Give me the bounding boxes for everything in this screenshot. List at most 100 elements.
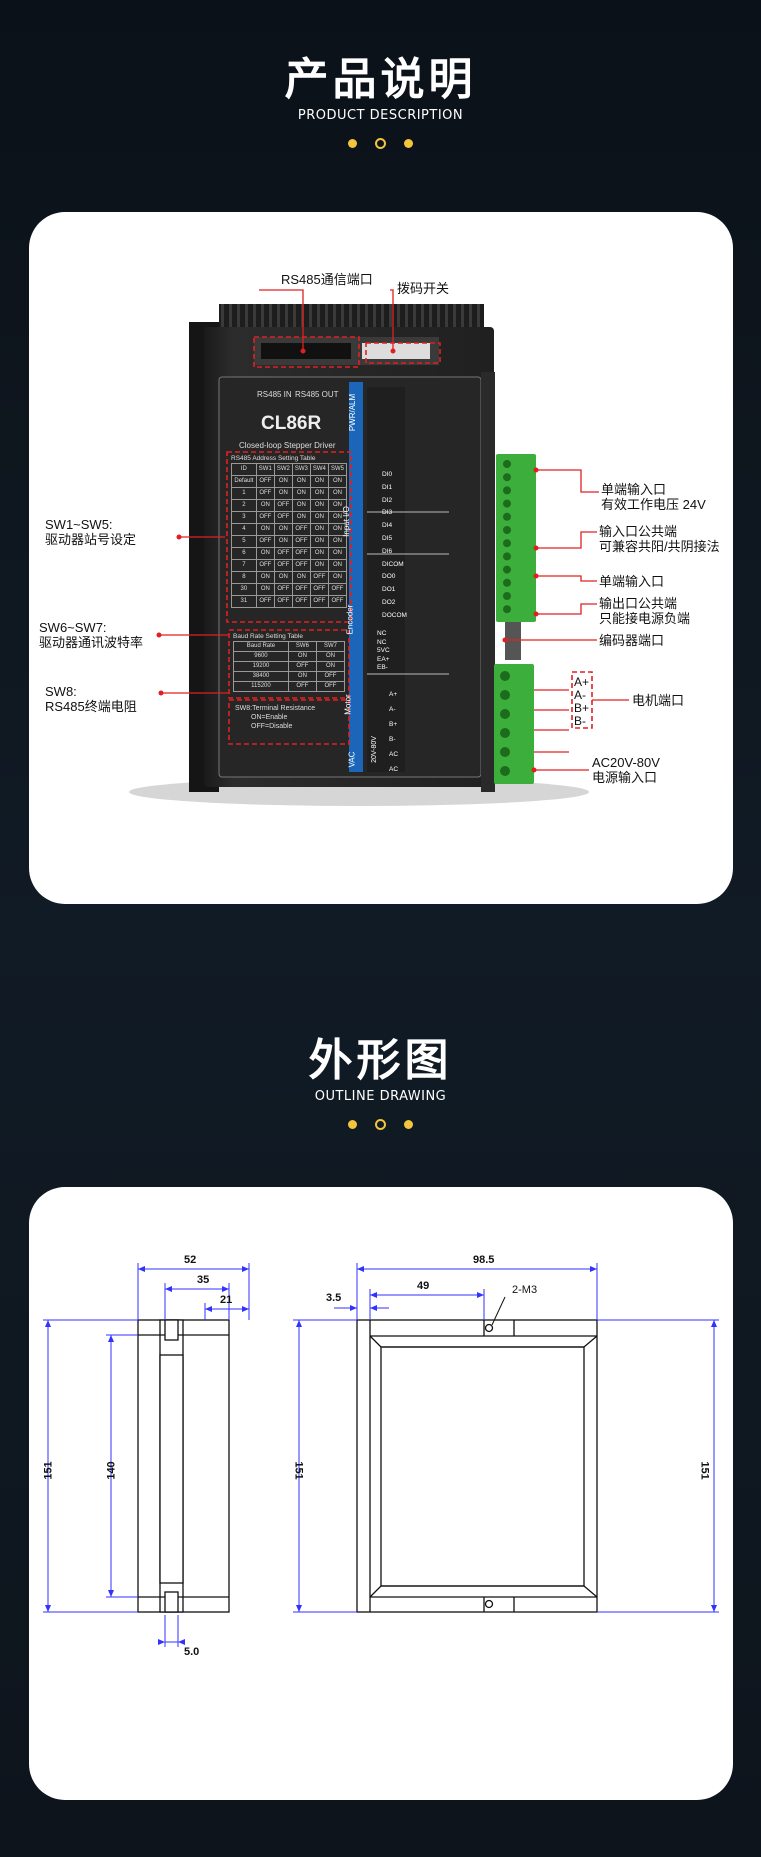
motor-terminal-label: A+ [389,691,398,698]
table-cell: OFF [291,535,311,548]
table-cell: OFF [291,583,311,596]
dim-front-151-left: 151 [292,1461,305,1480]
motor-terminal-label: B- [389,736,396,743]
section-strip [349,382,363,772]
dim-front-3-5: 3.5 [326,1292,342,1304]
encoder-terminal-label: NC [377,638,387,646]
annotation-power-line2: 电源输入口 [592,770,658,785]
section-vac: VAC [347,751,357,768]
table-cell: 9600 [233,651,289,662]
terminal-screw-icon [500,766,510,776]
table-cell: OFF [291,559,311,572]
dim-side-slot: 5.0 [184,1646,200,1658]
table-cell: OFF [309,571,329,584]
table-cell: OFF [255,535,275,548]
table-cell: ON [327,571,348,584]
section-input-io: Input I/O [341,506,351,537]
table-cell: OFF [273,583,293,596]
table-cell: 31 [231,595,257,608]
rs485-port-highlight [253,336,360,368]
annotation-output-common-line2: 只能接电源负端 [599,611,691,626]
terminal-screw-icon [503,460,511,468]
address-table-title: RS485 Address Setting Table [231,455,316,462]
annotation-power-line1: AC20V-80V [592,755,660,770]
table-cell: ON [327,475,348,488]
table-cell: OFF [309,583,329,596]
annotation-motor-port: 电机端口 [632,693,685,708]
annotation-sw6-7: SW6~SW7: 驱动器通讯波特率 [39,620,143,650]
table-cell: Default [231,475,257,488]
table-cell: ON [327,487,348,500]
table-cell: ON [273,523,293,536]
table-cell: ON [255,547,275,560]
table-cell: ID [231,463,257,476]
table-cell: 1 [231,487,257,500]
encoder-terminal-label: NC [377,630,387,637]
dim-side-140: 140 [105,1461,118,1480]
table-cell: ON [287,671,317,682]
annotation-sw6-7-line1: SW6~SW7: [39,620,107,635]
table-cell: ON [273,487,293,500]
motor-terminal-label: AC [389,751,399,758]
terminal-screw-icon [503,526,511,534]
terminal-screw-icon [503,552,511,561]
annotation-rs485-port: RS485通信端口 [281,272,373,287]
table-cell: ON [309,559,329,572]
rs485-out-label: RS485 OUT [295,390,339,399]
table-cell: OFF [291,595,311,608]
sw8-info: SW8:Terminal Resistance ON=Enable OFF=Di… [235,704,315,731]
annotation-sw1-5: SW1~SW5: 驱动器站号设定 [45,517,136,547]
terminal-screw-icon [503,499,511,508]
annotation-encoder-port: 编码器端口 [599,633,665,648]
table-cell: OFF [273,595,293,608]
table-cell: OFF [287,661,317,672]
table-cell: OFF [255,511,275,524]
table-cell: OFF [255,595,275,608]
table-cell: ON [315,651,346,662]
annotation-sw6-7-line2: 驱动器通讯波特率 [39,635,144,650]
annotation-input-common-line2: 可兼容共阳/共阴接法 [599,539,720,554]
table-cell: ON [327,535,348,548]
dim-side-21: 21 [220,1294,233,1306]
table-cell: SW3 [291,463,311,476]
table-cell: 30 [231,583,257,596]
annotation-single-input-line2: 有效工作电压 24V [601,497,706,512]
terminal-screw-icon [500,728,510,738]
table-cell: 6 [231,547,257,560]
table-cell: OFF [255,487,275,500]
table-cell: ON [291,511,311,524]
motor-terminal-label: B+ [389,721,398,728]
terminal-screw-icon [500,747,510,757]
motor-pin-a-minus: A- [574,688,586,702]
annotation-sw8-line2: RS485终端电阻 [45,699,137,714]
sw8-off: OFF=Disable [251,723,293,730]
table-cell: 8 [231,571,257,584]
dot-outline-icon [375,138,386,149]
annotation-power: AC20V-80V 电源输入口 [592,755,660,785]
annotation-sw8: SW8: RS485终端电阻 [45,684,137,714]
table-cell: ON [309,511,329,524]
table-cell: ON [291,487,311,500]
section-subtitle: PRODUCT DESCRIPTION [297,108,464,123]
motor-terminal-label: A- [389,706,396,713]
table-cell: 3 [231,511,257,524]
table-cell: SW1 [255,463,275,476]
model-description: Closed-loop Stepper Driver [239,441,336,450]
table-cell: ON [309,535,329,548]
table-cell: 2 [231,499,257,512]
io-terminal-label: DICOM [382,560,404,568]
annotation-dip-switch: 拨码开关 [397,281,450,296]
annotation-motor-pins: A+ A- B+ B- [574,676,589,728]
baud-table-highlight [228,629,350,699]
dot-icon [348,1120,357,1129]
